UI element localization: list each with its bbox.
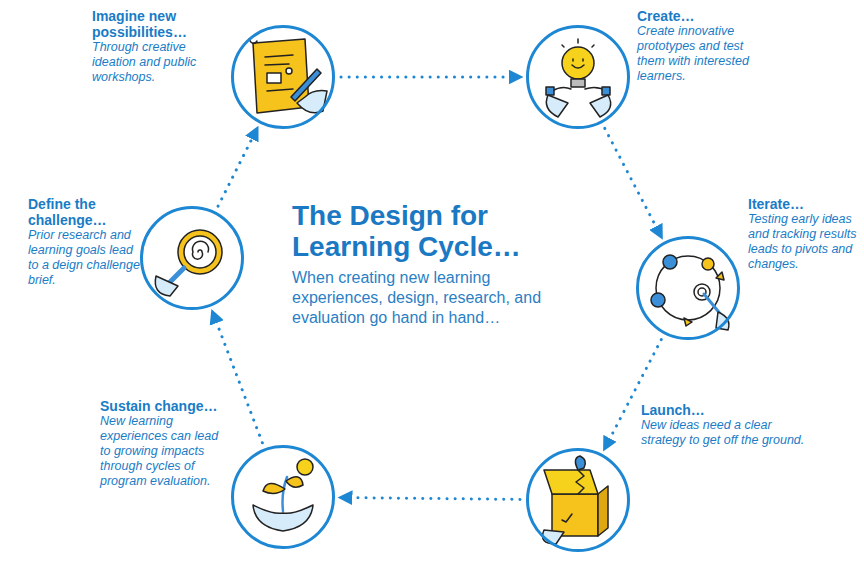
stage-description: New ideas need a clear strategy to get o… xyxy=(641,418,806,448)
subtitle-text: When creating new learning experiences, … xyxy=(292,268,567,328)
stage-label: Create…Create innovative prototypes and … xyxy=(637,8,762,84)
stage-label: Sustain change…New learning experiences … xyxy=(100,398,222,489)
magnifier-drawing xyxy=(155,230,222,296)
stage-description: New learning experiences can lead to gro… xyxy=(100,414,222,489)
cycle-connector xyxy=(218,132,255,206)
stage-label: Launch…New ideas need a clear strategy t… xyxy=(641,402,806,448)
stage-heading: Imagine new possibilities… xyxy=(92,8,227,40)
launch-box-drawing xyxy=(543,456,609,544)
sprout-drawing xyxy=(253,459,313,531)
stage-description: Testing early ideas and tracking results… xyxy=(748,212,858,272)
stage-heading: Define the challenge… xyxy=(28,196,140,228)
stage-heading: Sustain change… xyxy=(100,398,222,414)
stage-circle: Iterate…Testing early ideas and tracking… xyxy=(636,236,740,340)
stage-description: Through creative ideation and public wor… xyxy=(92,40,227,85)
stage-circle: Imagine new possibilities…Through creati… xyxy=(231,25,335,129)
iteration-loop-drawing xyxy=(651,255,729,330)
stage-label: Iterate…Testing early ideas and tracking… xyxy=(748,196,858,272)
cycle-connector xyxy=(214,316,262,443)
cycle-connector xyxy=(605,128,660,233)
lightbulb-drawing xyxy=(546,39,611,117)
stage-heading: Create… xyxy=(637,8,762,24)
stage-circle: Define the challenge…Prior research and … xyxy=(140,206,244,310)
stage-label: Imagine new possibilities…Through creati… xyxy=(92,8,227,85)
stage-circle: Create…Create innovative prototypes and … xyxy=(526,25,630,129)
stage-label: Define the challenge…Prior research and … xyxy=(28,196,140,288)
cycle-connector xyxy=(345,498,520,500)
stage-circle: Launch…New ideas need a clear strategy t… xyxy=(526,448,630,552)
diagram-title: The Design for Learning Cycle… xyxy=(292,200,574,262)
stage-description: Create innovative prototypes and test th… xyxy=(637,24,762,84)
stage-heading: Launch… xyxy=(641,402,806,418)
scroll-drawing xyxy=(249,39,327,113)
stage-circle: Sustain change…New learning experiences … xyxy=(231,445,335,549)
stage-heading: Iterate… xyxy=(748,196,858,212)
cycle-connector xyxy=(341,76,516,79)
stage-description: Prior research and learning goals lead t… xyxy=(28,228,140,288)
